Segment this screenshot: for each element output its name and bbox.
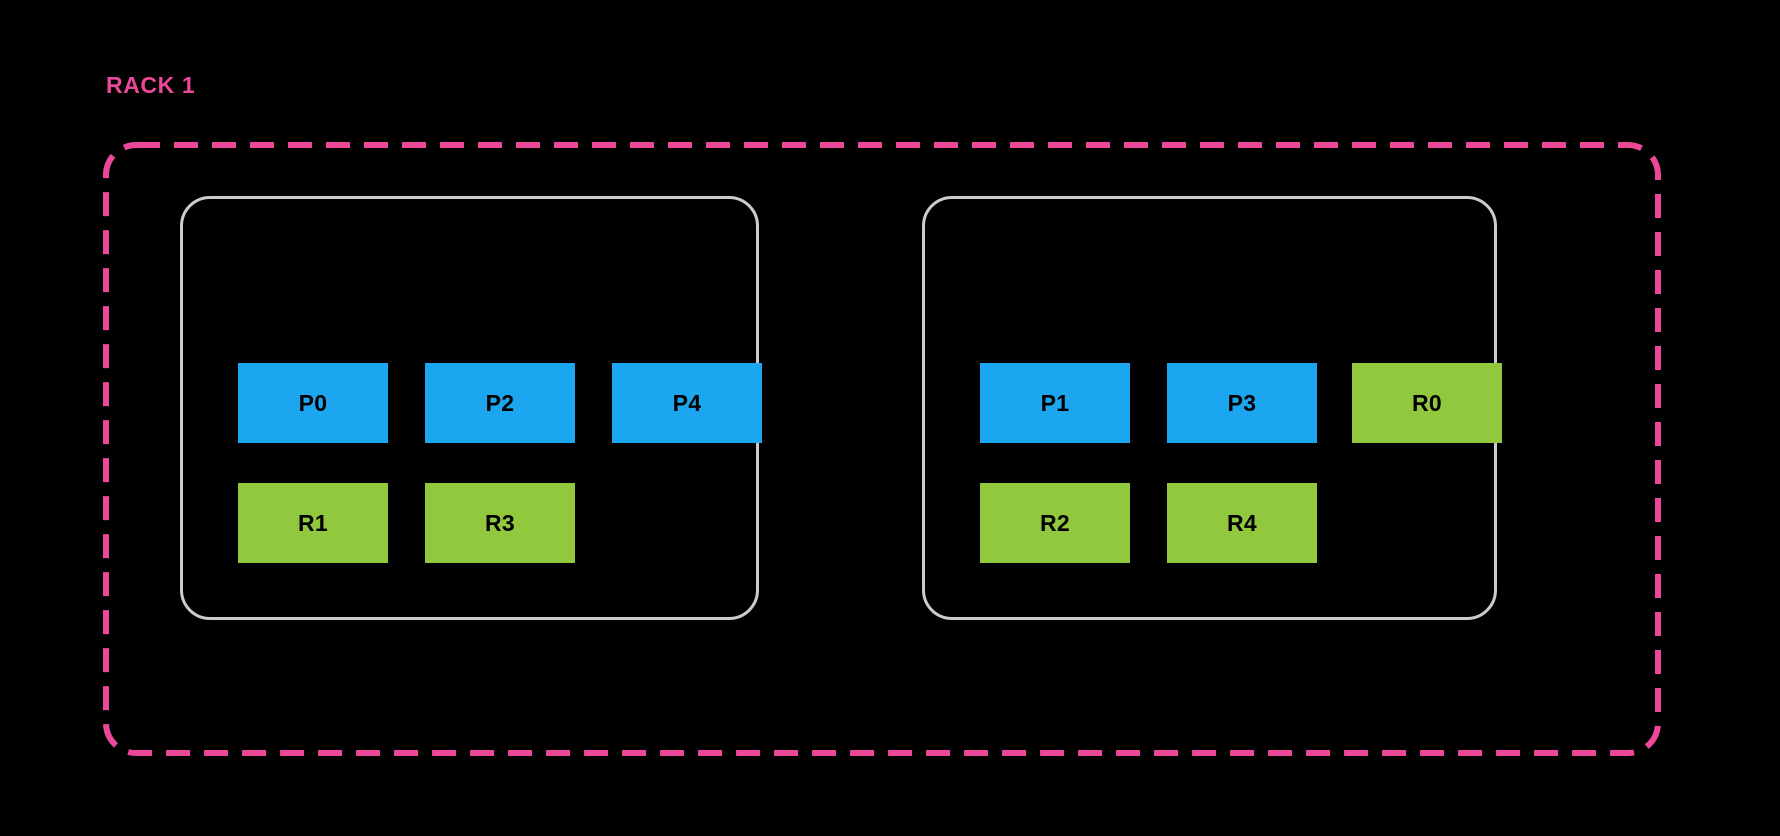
- cell-label: R0: [1411, 389, 1442, 416]
- cell-label: R4: [1226, 509, 1257, 536]
- cell-label: R3: [484, 509, 515, 536]
- cell-r2[interactable]: R2: [980, 483, 1130, 563]
- cell-r1[interactable]: R1: [238, 483, 388, 563]
- cell-label: P0: [298, 389, 328, 416]
- cell-label: P3: [1227, 389, 1257, 416]
- rack-label: RACK 1: [106, 72, 196, 98]
- cell-p1[interactable]: P1: [980, 363, 1130, 443]
- cell-r0[interactable]: R0: [1352, 363, 1502, 443]
- cell-p3[interactable]: P3: [1167, 363, 1317, 443]
- cell-p4[interactable]: P4: [612, 363, 762, 443]
- cell-p2[interactable]: P2: [425, 363, 575, 443]
- cell-p0[interactable]: P0: [238, 363, 388, 443]
- cell-label: R1: [297, 509, 328, 536]
- cell-label: P4: [672, 389, 702, 416]
- cell-r4[interactable]: R4: [1167, 483, 1317, 563]
- cell-label: P1: [1040, 389, 1070, 416]
- cell-label: P2: [485, 389, 515, 416]
- cell-label: R2: [1039, 509, 1070, 536]
- cell-r3[interactable]: R3: [425, 483, 575, 563]
